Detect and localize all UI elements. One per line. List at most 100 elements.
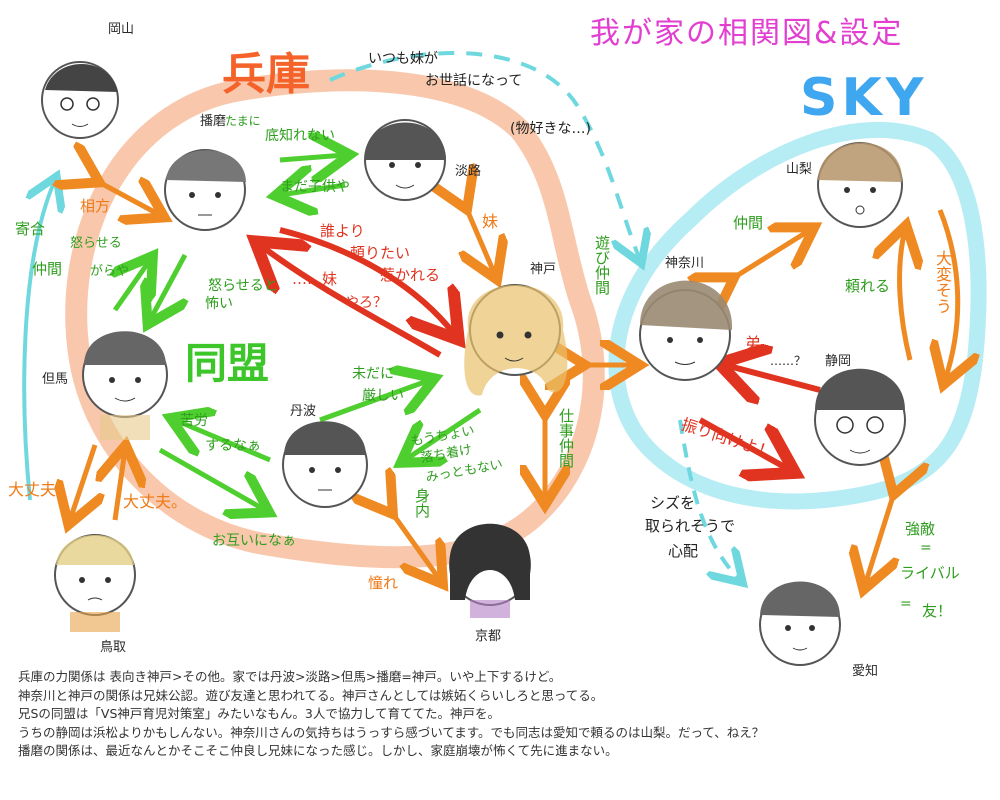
name-tottori: 鳥取	[100, 640, 127, 655]
arrow-tajima-harima	[115, 260, 150, 312]
name-kanagawa: 神奈川	[665, 256, 705, 271]
label-yaro: やろ？	[345, 295, 387, 311]
face-tajima	[82, 331, 168, 440]
arrow-awaji-kobe	[465, 205, 495, 275]
label-daijoubu-2: 大丈夫。	[123, 492, 188, 511]
label-kyouteki: 強敵	[905, 520, 936, 538]
arrow-tanba-tajima	[175, 420, 271, 463]
arrow-shizuoka-aichi	[865, 490, 895, 585]
label-torareso: 取られそうで	[645, 517, 736, 535]
label-taihensou: 大変そう	[933, 250, 952, 314]
label-rival: ライバル	[900, 564, 960, 582]
label-imouto-red: ……妹	[292, 270, 338, 288]
label-yoriai: 寄合	[15, 220, 46, 238]
label-sokoshire: 底知れない	[265, 128, 335, 144]
note-line-4: うちの静岡は浜松よりかもしんない。神奈川さんの気持ちはうっすら感づいてます。でも…	[18, 724, 765, 740]
face-yamanashi	[817, 142, 903, 228]
label-eq-2: =	[900, 596, 912, 612]
face-kanagawa	[639, 280, 733, 381]
arrow-kobe-tanba	[405, 407, 482, 460]
label-okorasetoru: 怒らせると	[208, 278, 278, 294]
note-line-2: 神奈川と神戸の関係は兄妹公認。遊び友達と思われてる。神戸さんとしては嫉妬くらいし…	[18, 687, 604, 703]
label-tomo: 友！	[922, 602, 953, 620]
label-hikareru: 惹かれる	[380, 266, 441, 284]
page-title: 我が家の相関図&設定	[590, 16, 904, 51]
dashed-arrow-bottom	[678, 419, 740, 580]
sky-region-outline	[608, 121, 987, 510]
label-imadani: 未だに	[352, 366, 394, 382]
label-dareyori: 誰より	[320, 222, 365, 240]
name-aichi: 愛知	[852, 664, 879, 679]
arrow-tanba-kyoto	[390, 510, 440, 580]
label-daijoubu-1: 大丈夫	[8, 480, 57, 499]
name-tajima: 但馬	[42, 372, 69, 387]
label-otagaini: お互いになぁ	[212, 533, 296, 549]
label-aikata: 相方	[80, 197, 111, 215]
region-label-sky: SKY	[800, 68, 928, 128]
label-tayoritai: 頼りたい	[350, 244, 411, 262]
note-line-1: 兵庫の力関係は 表向き神戸>その他。家では丹波>淡路>但馬>播磨=神戸。いや上下…	[18, 669, 562, 684]
arrow-tajima-tottori	[70, 444, 95, 520]
label-garaya: がらや	[90, 264, 130, 279]
name-harima: 播磨	[200, 114, 227, 129]
notes-block: 兵庫の力関係は 表向き神戸>その他。家では丹波>淡路>但馬>播磨=神戸。いや上下…	[18, 668, 988, 761]
face-aichi	[759, 581, 841, 666]
name-kyoto: 京都	[475, 629, 502, 644]
name-yamanashi: 山梨	[786, 162, 813, 177]
label-monozuki: (物好きな…)	[510, 121, 591, 137]
label-osewa: お世話になって	[425, 73, 523, 89]
label-kowai: 怖い	[205, 296, 233, 312]
arrow-awaji-harima	[280, 185, 346, 195]
arrow-okayama-harima	[95, 180, 160, 215]
region-label-hyogo: 兵庫	[222, 49, 310, 100]
face-awaji	[364, 119, 446, 201]
note-line-3: 兄Sの同盟は「VS神戸育児対策室」みたいなもん。3人で協力して育ててた。神戸を。	[18, 706, 500, 721]
face-harima	[164, 149, 246, 231]
label-madakodomo: まだ子供や	[280, 179, 350, 195]
label-akogare: 憧れ	[368, 574, 399, 592]
label-tayoreru: 頼れる	[845, 277, 891, 295]
label-nakama-sky: 仲間	[733, 214, 764, 232]
arrow-kanagawa-shizuoka	[698, 417, 790, 470]
arrow-tanba-kobe	[319, 380, 430, 423]
face-kyoto	[449, 523, 531, 618]
name-kobe: 神戸	[530, 262, 557, 277]
label-shinpai: 心配	[668, 542, 699, 560]
label-miuchi: 身内	[413, 488, 431, 518]
face-tanba	[282, 421, 368, 508]
region-label-doumei: 同盟	[185, 339, 270, 388]
note-line-5: 播磨の関係は、最近なんとかそこそこ仲良し兄妹になった感じ。しかし、家庭崩壊が怖く…	[18, 743, 618, 758]
arrow-shizuoka-yamanashi	[900, 230, 910, 361]
label-imouto: 妹	[482, 212, 499, 231]
arrow-harima-awaji	[279, 155, 345, 160]
arrow-tajima-tanba	[158, 447, 265, 510]
arrow-harima-tajima	[150, 253, 185, 320]
label-eq-1: =	[920, 540, 932, 556]
name-shizuoka: 静岡	[825, 354, 852, 369]
label-nakama-left: 仲間	[32, 260, 63, 278]
label-surunaa: するなぁ	[205, 438, 261, 454]
label-asobinakama: 遊び仲間	[593, 235, 611, 295]
arrow-tottori-tajima	[115, 450, 125, 521]
arrow-kobe-harima	[260, 245, 442, 358]
label-shigotonakama: 仕事仲間	[557, 408, 575, 468]
face-shizuoka	[814, 368, 906, 466]
name-awaji: 淡路	[455, 164, 482, 179]
label-okoraseru: 怒らせる	[70, 236, 122, 251]
dashed-arrow-top	[329, 51, 640, 260]
left-edge-arrow	[22, 180, 55, 501]
label-shizuwo: シズを	[650, 494, 696, 512]
label-otouto: 弟	[745, 334, 762, 353]
label-kurou: 苦労	[180, 413, 208, 429]
face-okayama	[41, 61, 119, 139]
name-okayama: 岡山	[108, 22, 135, 37]
arrow-kanagawa-yamanashi	[730, 230, 810, 280]
face-tottori	[54, 534, 136, 632]
label-tamani: たまに	[225, 114, 261, 128]
label-itsumo: いつも妹が	[368, 51, 438, 67]
name-tanba: 丹波	[290, 404, 317, 419]
arrow-yamanashi-shizuoka	[940, 209, 958, 380]
label-question: ……？	[770, 354, 807, 368]
arrow-shizuoka-kanagawa	[725, 365, 821, 390]
